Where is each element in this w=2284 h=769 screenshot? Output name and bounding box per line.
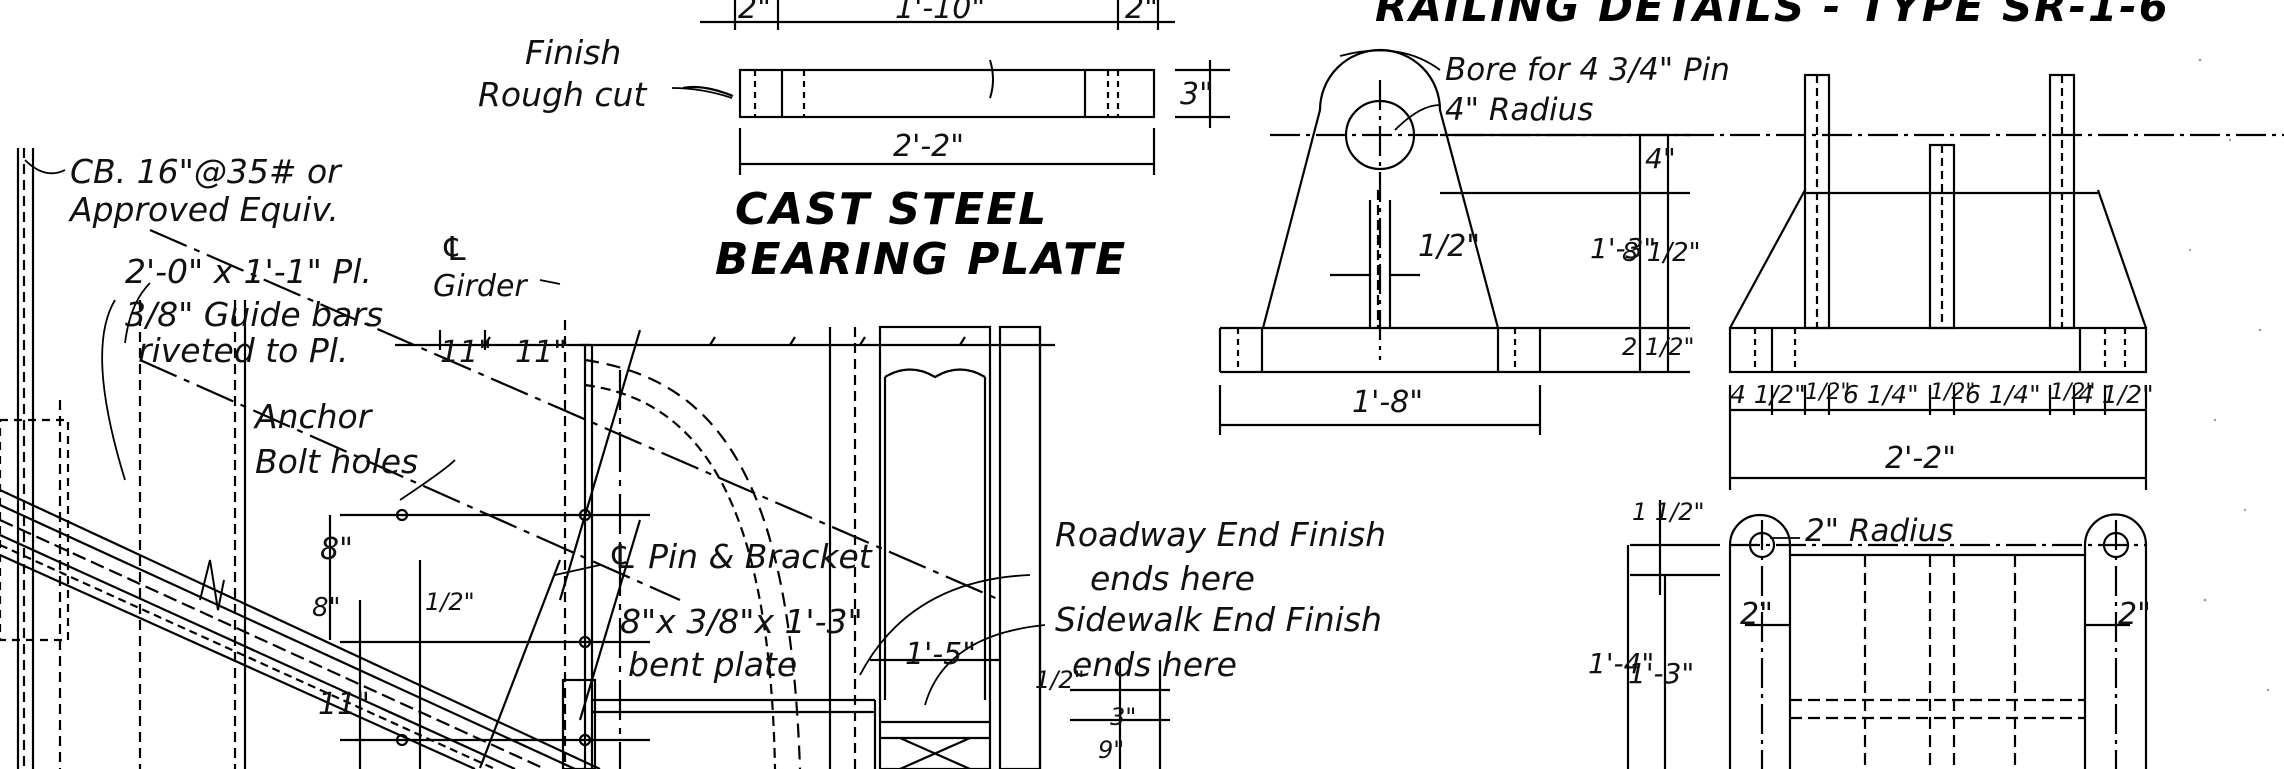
end-post-section bbox=[828, 325, 1170, 769]
dim-1ft-3in-vertical: 1'-3" bbox=[1590, 232, 1657, 265]
dim-11in-b: 11" bbox=[515, 335, 567, 370]
dim-1ft-8in: 1'-8" bbox=[1352, 385, 1424, 420]
sloped-girder bbox=[0, 228, 1001, 769]
dim-3in-plate: 3" bbox=[1180, 77, 1213, 112]
dim-2in-left: 2" bbox=[738, 0, 771, 26]
row-dim-4-half-b: 4 1/2" bbox=[2078, 380, 2154, 409]
row-dim-half-a: 1/2" bbox=[1805, 380, 1851, 405]
bracket-vertical-dimensions bbox=[1440, 133, 1690, 374]
bracket-plate-elevation bbox=[1218, 48, 2284, 435]
bearing-plate-elevation bbox=[682, 59, 1230, 175]
row-dim-half-b: 1/2" bbox=[1930, 380, 1976, 405]
railing-plan-view bbox=[1626, 500, 2148, 769]
guide-bars-note-line2: riveted to Pl. bbox=[138, 331, 349, 370]
dim-2ft-2in-plate: 2'-2" bbox=[893, 129, 965, 164]
dim-2in-plan-left: 2" bbox=[1740, 597, 1773, 632]
bearing-plate-top-dimension bbox=[700, 0, 1175, 30]
guide-bars-note-line1: 3/8" Guide bars bbox=[125, 295, 384, 334]
dim-8in-a: 8" bbox=[320, 532, 353, 567]
anchor-note-line2: Bolt holes bbox=[255, 442, 419, 481]
row-dim-half-c: 1/2" bbox=[2050, 380, 2096, 405]
pin-bracket-detail bbox=[328, 330, 1055, 769]
bent-plate-note-line2: bent plate bbox=[628, 645, 798, 684]
dim-half-inch-pin: 1/2" bbox=[1418, 229, 1481, 264]
dim-1ft-10in: 1'-10" bbox=[895, 0, 986, 26]
paper-speckle bbox=[2188, 58, 2270, 692]
dim-2ft-2in-railing: 2'-2" bbox=[1885, 441, 1957, 476]
dim-8in-b: 8" bbox=[312, 593, 341, 623]
dim-1ft-3in-plan: 1'-3" bbox=[1628, 657, 1695, 690]
dim-11in-c: 11" bbox=[318, 687, 370, 722]
finish-note: Finish bbox=[525, 33, 622, 72]
row-dim-6-quarter-a: 6 1/4" bbox=[1843, 380, 1919, 409]
bore-note: Bore for 4 3/4" Pin bbox=[1445, 52, 1730, 88]
railing-details-title: RAILING DETAILS - TYPE SR-1-6 bbox=[1375, 0, 2170, 31]
sidewalk-end-note-line2: ends here bbox=[1072, 645, 1237, 684]
dim-9in: 9" bbox=[1098, 736, 1125, 764]
roadway-end-note-line1: Roadway End Finish bbox=[1055, 515, 1387, 554]
rough-cut-note: Rough cut bbox=[478, 75, 647, 114]
dim-8-half-in: 8 1/2" bbox=[1622, 238, 1701, 268]
dim-half-inch-post: 1/2" bbox=[1035, 666, 1085, 694]
four-inch-radius-note: 4" Radius bbox=[1445, 92, 1594, 128]
bent-plate-note-line1: 8"x 3/8"x 1'-3" bbox=[620, 602, 863, 641]
cast-steel-title: CAST STEEL bbox=[735, 184, 1049, 235]
sidewalk-end-note-line1: Sidewalk End Finish bbox=[1055, 600, 1382, 639]
dim-1-half-in: 1 1/2" bbox=[1632, 498, 1705, 526]
plate-note: 2'-0" x 1'-1" Pl. bbox=[125, 252, 372, 291]
girder-centerline-symbol: ℄ bbox=[440, 229, 470, 268]
dim-2in-plan-right: 2" bbox=[2118, 597, 2151, 632]
row-dim-4-half-a: 4 1/2" bbox=[1730, 380, 1806, 409]
two-inch-radius-note: 2" Radius bbox=[1805, 513, 1954, 549]
leader-lines bbox=[24, 49, 1800, 706]
dim-2-half-in: 2 1/2" bbox=[1622, 333, 1695, 361]
dim-2in-right: 2" bbox=[1125, 0, 1158, 26]
anchor-note-line1: Anchor bbox=[255, 397, 372, 436]
roadway-end-note-line2: ends here bbox=[1090, 559, 1255, 598]
dim-11in-a: 11" bbox=[440, 335, 492, 370]
row-dim-6-quarter-b: 6 1/4" bbox=[1965, 380, 2041, 409]
dim-half-bent: 1/2" bbox=[425, 588, 475, 616]
cb-note-line1: CB. 16"@35# or bbox=[70, 152, 341, 191]
dim-1ft-4in: 1'-4" bbox=[1588, 647, 1655, 680]
bearing-plate-title: BEARING PLATE bbox=[715, 234, 1128, 285]
column-elevation bbox=[0, 148, 567, 769]
pin-bracket-note: ℄ Pin & Bracket bbox=[608, 537, 872, 576]
cb-note-line2: Approved Equiv. bbox=[70, 190, 339, 229]
dim-1ft-5in: 1'-5" bbox=[905, 637, 977, 672]
dim-3in-small: 3" bbox=[1110, 703, 1137, 731]
dim-4in: 4" bbox=[1645, 142, 1676, 175]
girder-note: Girder bbox=[433, 269, 527, 304]
railing-end-elevation bbox=[1728, 73, 2148, 490]
